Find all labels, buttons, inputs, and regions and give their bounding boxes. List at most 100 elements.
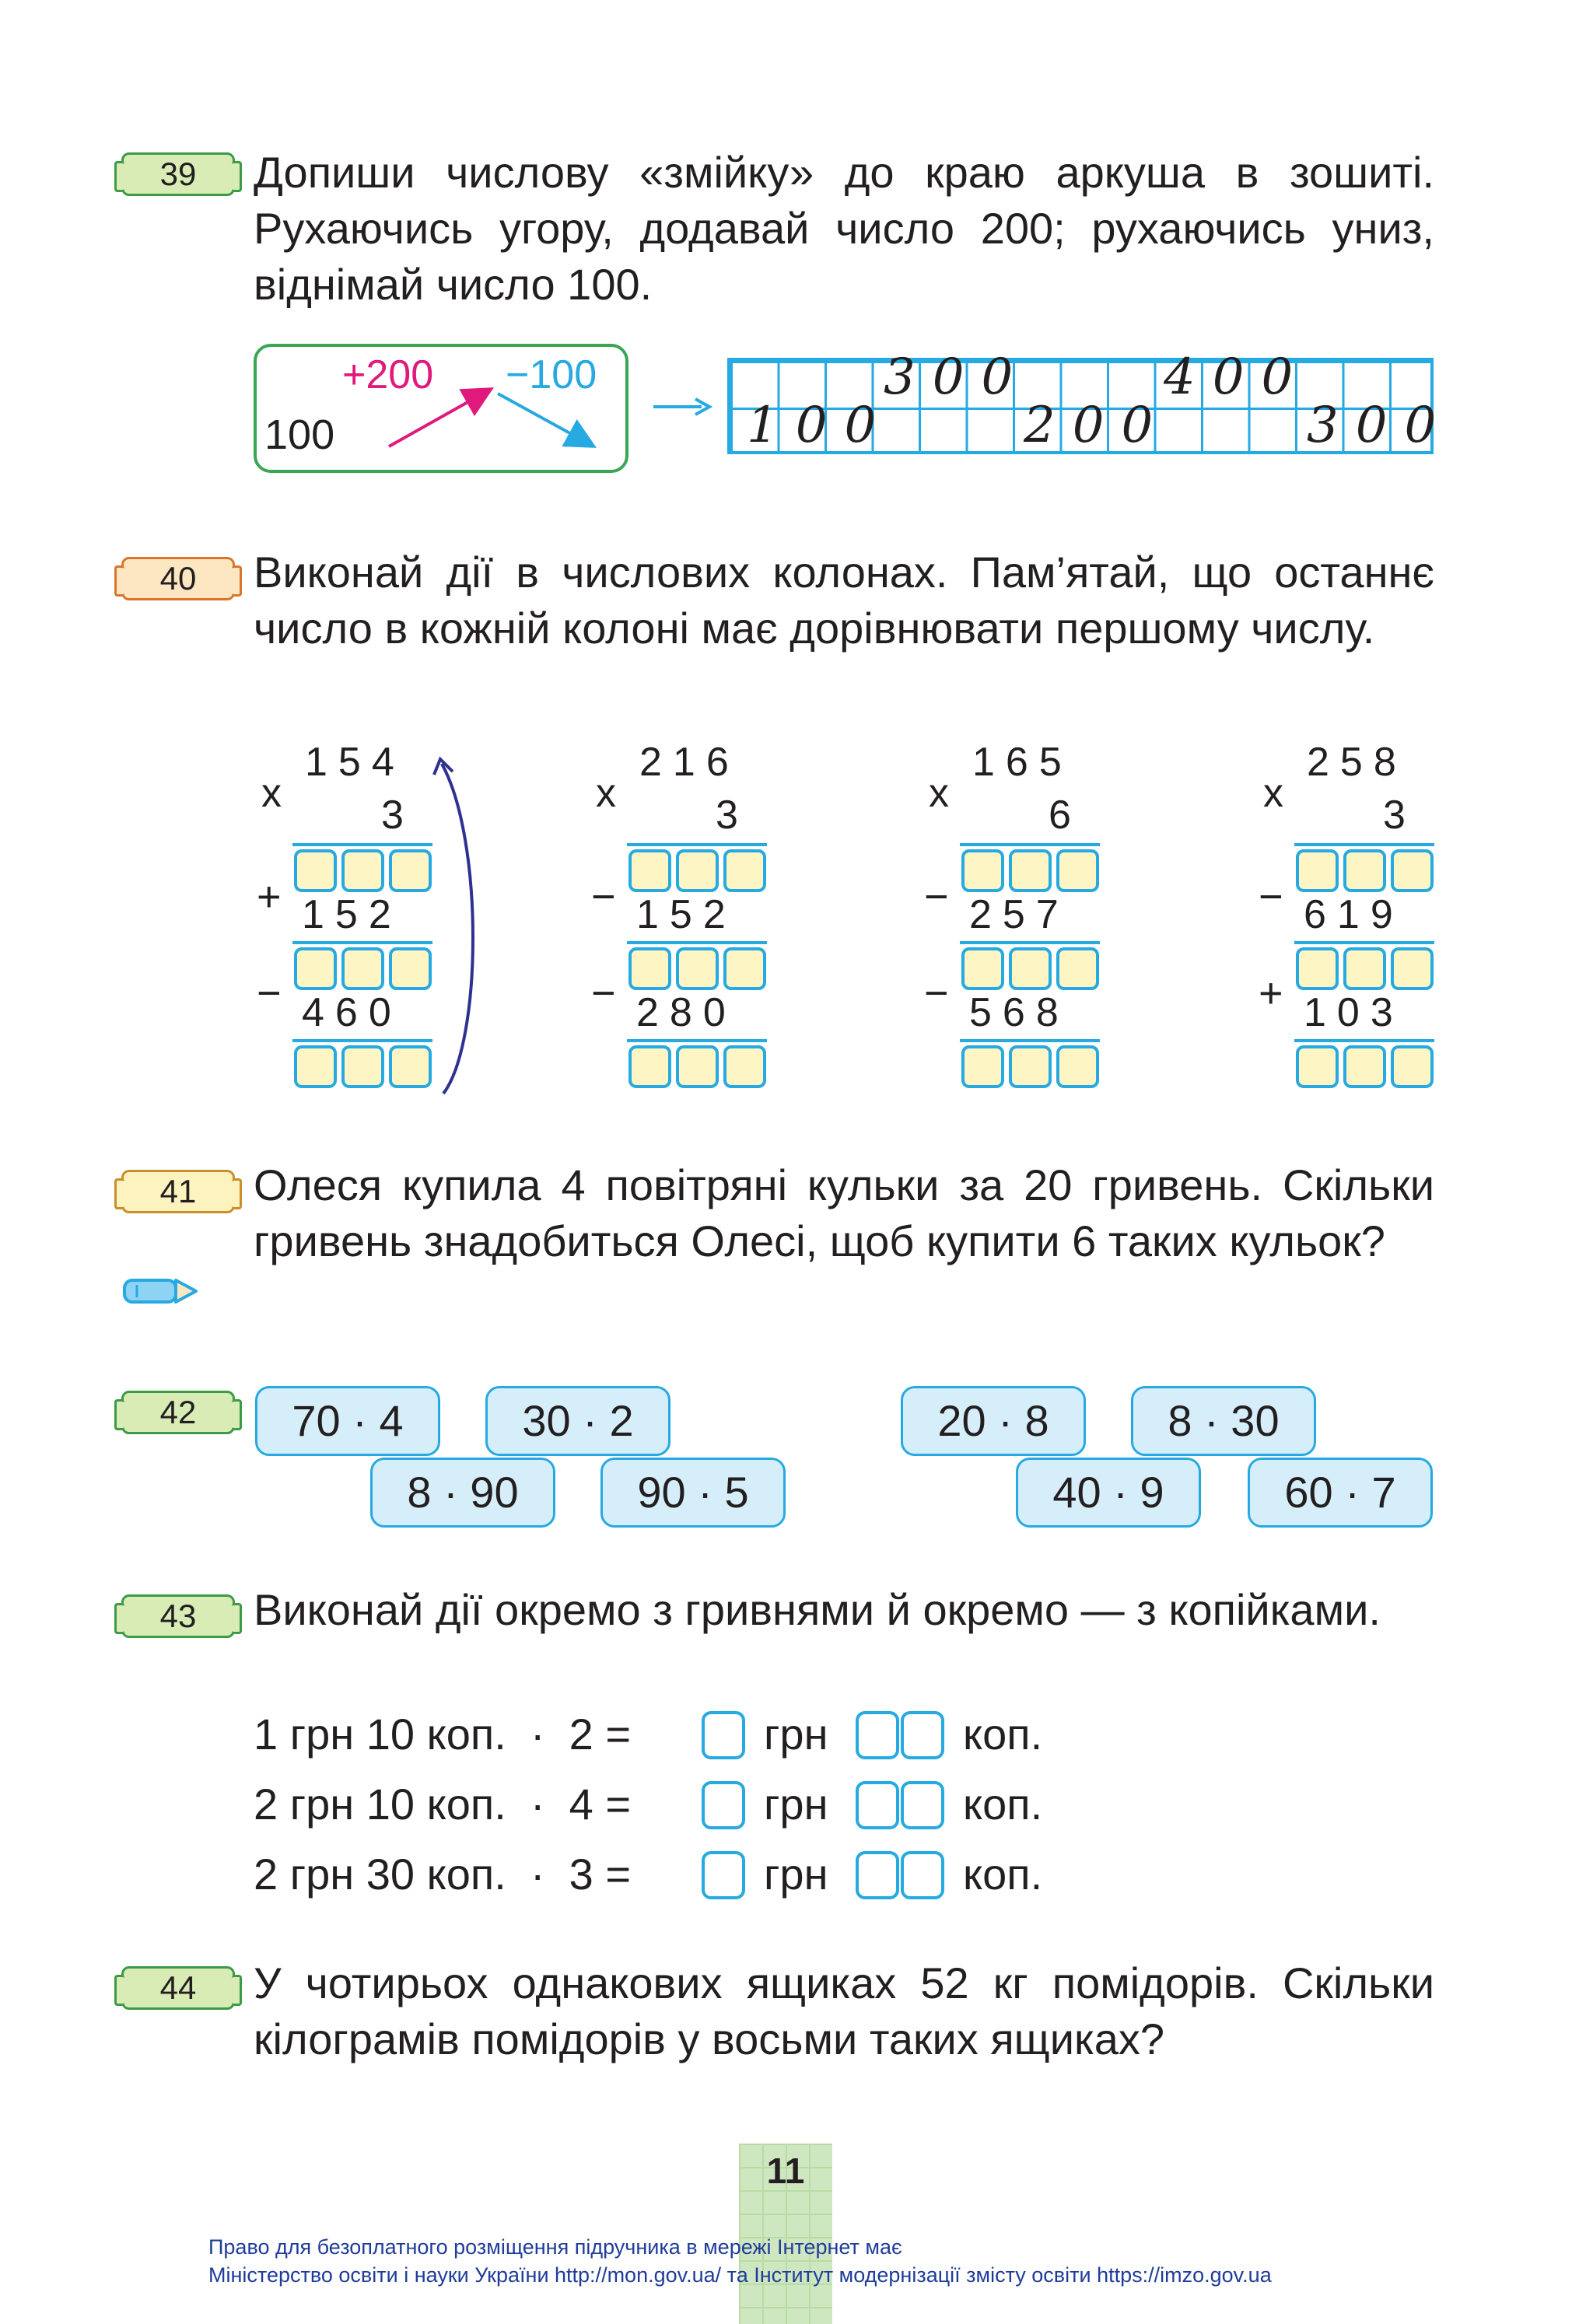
operation-sign: + (257, 873, 282, 920)
answer-box-kop[interactable] (901, 1711, 944, 1759)
divider-line (1294, 843, 1434, 846)
footer-line-1: Право для безоплатного розміщення підруч… (208, 2235, 902, 2259)
answer-cells[interactable] (294, 849, 432, 892)
answer-cells[interactable] (1296, 849, 1434, 892)
column-number: 103 (1304, 990, 1404, 1035)
snake-arrows-icon (388, 387, 597, 448)
answer-cells[interactable] (294, 947, 432, 990)
expression-card: 8 · 30 (1131, 1386, 1316, 1456)
answer-cell[interactable] (1391, 849, 1434, 892)
answer-cell[interactable] (294, 947, 337, 990)
answer-cell[interactable] (341, 849, 384, 892)
task-number-43: 43 (114, 1594, 242, 1638)
answer-cell[interactable] (1296, 849, 1339, 892)
answer-cell[interactable] (628, 947, 671, 990)
answer-cell[interactable] (676, 849, 719, 892)
column-first-number: 165 (972, 740, 1073, 785)
operation-sign: − (1259, 873, 1283, 920)
answer-cell[interactable] (1009, 1045, 1052, 1088)
arrow-right-icon (653, 397, 712, 416)
answer-box-kop[interactable] (856, 1851, 899, 1899)
expression-card: 40 · 9 (1016, 1458, 1201, 1528)
divider-line (960, 843, 1100, 846)
answer-cell[interactable] (723, 1045, 766, 1088)
column-multiplier: 3 (381, 793, 404, 838)
answer-box-grn[interactable] (702, 1781, 745, 1829)
column-multiplier: 3 (1383, 793, 1406, 838)
answer-cell[interactable] (723, 947, 766, 990)
task-number-44: 44 (114, 1966, 242, 2010)
answer-cell[interactable] (294, 1045, 337, 1088)
answer-cell[interactable] (676, 947, 719, 990)
column-number: 152 (636, 892, 737, 937)
answer-box-kop[interactable] (901, 1781, 944, 1829)
kop-label: коп. (963, 1710, 1043, 1759)
answer-cell[interactable] (1343, 849, 1386, 892)
answer-cells[interactable] (628, 849, 766, 892)
snake-start-number: 100 (264, 411, 335, 458)
answer-cells[interactable] (961, 849, 1099, 892)
answer-cell[interactable] (961, 1045, 1004, 1088)
answer-cells[interactable] (961, 1045, 1099, 1088)
task-40-text: Виконай дії в числових колонах. Пам’ятай… (254, 548, 1434, 653)
answer-cell[interactable] (1056, 1045, 1099, 1088)
kop-label: коп. (963, 1780, 1043, 1829)
answer-cell[interactable] (961, 947, 1004, 990)
answer-cell[interactable] (341, 1045, 384, 1088)
answer-cell[interactable] (294, 849, 337, 892)
answer-cell[interactable] (1296, 1045, 1339, 1088)
task-number-40: 40 (114, 557, 242, 600)
snake-grid (727, 358, 1434, 454)
answer-cell[interactable] (1391, 947, 1434, 990)
answer-cell[interactable] (1009, 947, 1052, 990)
divider-line (1294, 1039, 1434, 1042)
answer-box-kop[interactable] (856, 1711, 899, 1759)
operation-sign: − (591, 873, 616, 920)
answer-cells[interactable] (628, 947, 766, 990)
answer-cell[interactable] (1056, 947, 1099, 990)
grid-bottom-value-3: 300 (1307, 397, 1454, 454)
answer-cells[interactable] (1296, 947, 1434, 990)
divider-line (292, 1039, 432, 1042)
expression-card: 70 · 4 (255, 1386, 440, 1456)
answer-cell[interactable] (389, 947, 432, 990)
task-number-39: 39 (114, 152, 242, 196)
snake-plus-label: +200 (342, 352, 434, 397)
multiply-sign: x (1263, 771, 1283, 816)
answer-cell[interactable] (628, 849, 671, 892)
answer-box-kop[interactable] (856, 1781, 899, 1829)
column-number: 619 (1304, 892, 1404, 937)
answer-cell[interactable] (1343, 1045, 1386, 1088)
page-number: 11 (766, 2151, 805, 2191)
answer-cell[interactable] (628, 1045, 671, 1088)
answer-cell[interactable] (723, 849, 766, 892)
answer-cell[interactable] (341, 947, 384, 990)
snake-example-box: +200 −100 100 (254, 344, 628, 473)
answer-box-grn[interactable] (702, 1851, 745, 1899)
answer-cell[interactable] (1343, 947, 1386, 990)
answer-cell[interactable] (1009, 849, 1052, 892)
expression-card: 90 · 5 (600, 1458, 786, 1528)
answer-cells[interactable] (1296, 1045, 1434, 1088)
answer-box-kop[interactable] (901, 1851, 944, 1899)
answer-box-grn[interactable] (702, 1711, 745, 1759)
answer-cells[interactable] (961, 947, 1099, 990)
answer-cell[interactable] (676, 1045, 719, 1088)
answer-cell[interactable] (1391, 1045, 1434, 1088)
answer-cell[interactable] (389, 1045, 432, 1088)
column-number: 152 (302, 892, 402, 937)
answer-cell[interactable] (961, 849, 1004, 892)
expression-card: 60 · 7 (1248, 1458, 1433, 1528)
answer-cells[interactable] (628, 1045, 766, 1088)
money-expression: 1 грн 10 коп. · 2 = (254, 1710, 632, 1759)
answer-cells[interactable] (294, 1045, 432, 1088)
column-first-number: 216 (639, 740, 740, 785)
answer-cell[interactable] (1296, 947, 1339, 990)
divider-line (627, 941, 767, 944)
footer-line-2: Міністерство освіти і науки України http… (208, 2263, 1272, 2287)
multiply-sign: x (261, 771, 282, 816)
expression-card: 30 · 2 (485, 1386, 670, 1456)
column-number: 280 (636, 990, 737, 1035)
answer-cell[interactable] (1056, 849, 1099, 892)
answer-cell[interactable] (389, 849, 432, 892)
